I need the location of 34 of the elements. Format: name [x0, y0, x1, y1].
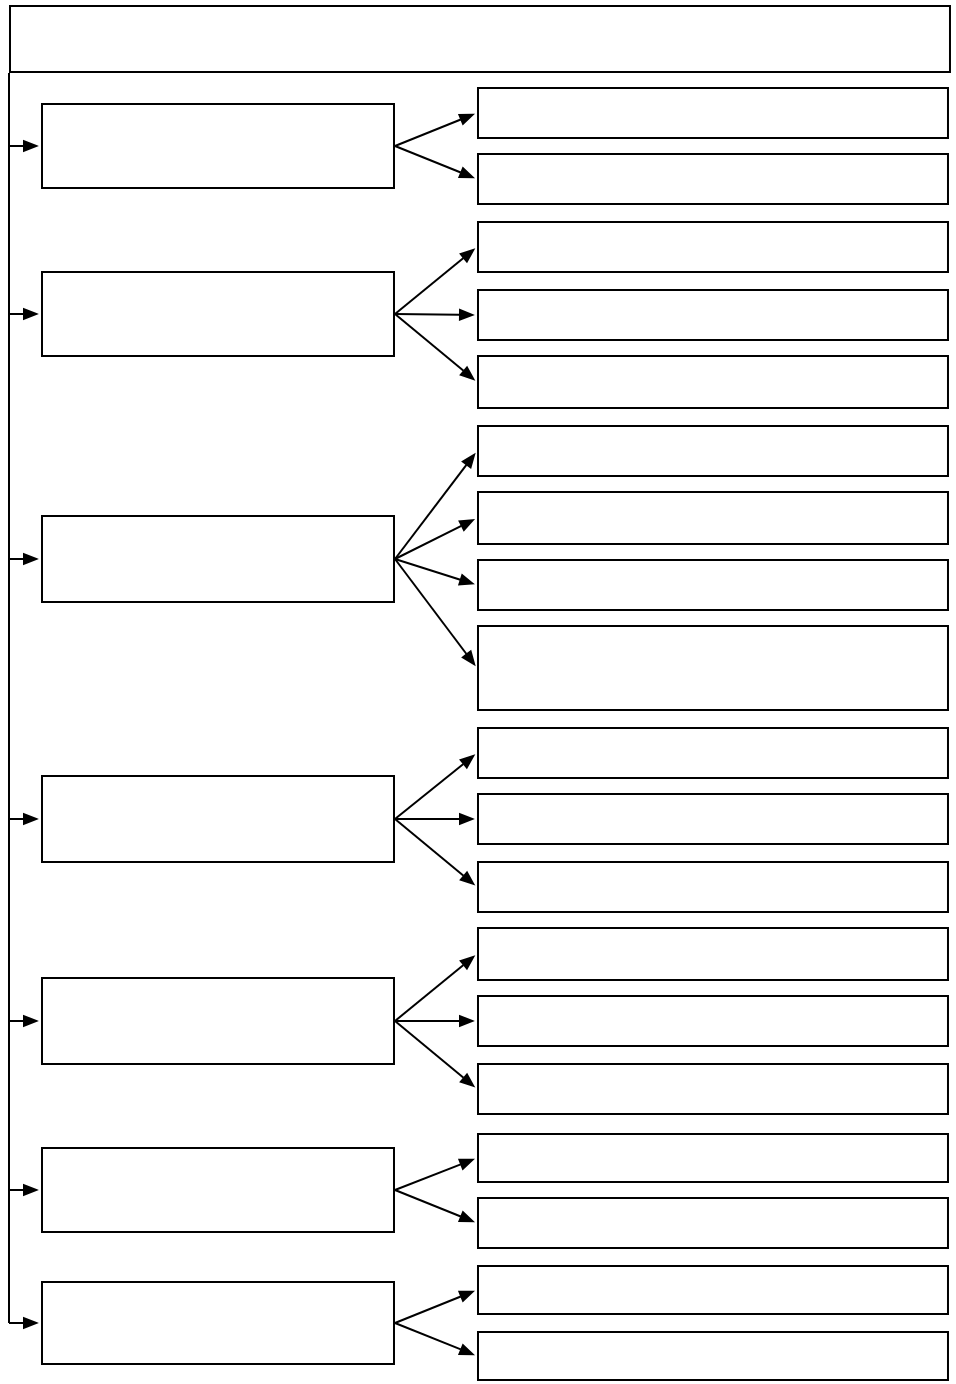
header-box: [9, 5, 951, 73]
item-box: [477, 793, 949, 845]
connector-line: [8, 818, 10, 1022]
item-box: [477, 425, 949, 477]
item-box: [477, 625, 949, 711]
item-box: [477, 1133, 949, 1183]
item-box: [477, 559, 949, 611]
category-box: [41, 515, 395, 603]
connector-line: [8, 1189, 10, 1324]
item-box: [477, 1197, 949, 1249]
item-box: [477, 927, 949, 981]
item-box: [477, 491, 949, 545]
item-box: [477, 727, 949, 779]
item-box: [477, 153, 949, 205]
category-box: [41, 1147, 395, 1233]
item-box: [477, 1265, 949, 1315]
category-box: [41, 977, 395, 1065]
item-box: [477, 995, 949, 1047]
item-box: [477, 221, 949, 273]
connector-line: [8, 313, 10, 560]
category-box: [41, 1281, 395, 1365]
connector-line: [8, 145, 10, 315]
connector-line: [8, 1020, 10, 1191]
category-box: [41, 775, 395, 863]
connector-line: [8, 558, 10, 820]
item-box: [477, 87, 949, 139]
item-box: [477, 355, 949, 409]
item-box: [477, 1331, 949, 1381]
item-box: [477, 861, 949, 913]
item-box: [477, 289, 949, 341]
connector-line: [8, 72, 10, 147]
item-box: [477, 1063, 949, 1115]
category-box: [41, 271, 395, 357]
category-box: [41, 103, 395, 189]
